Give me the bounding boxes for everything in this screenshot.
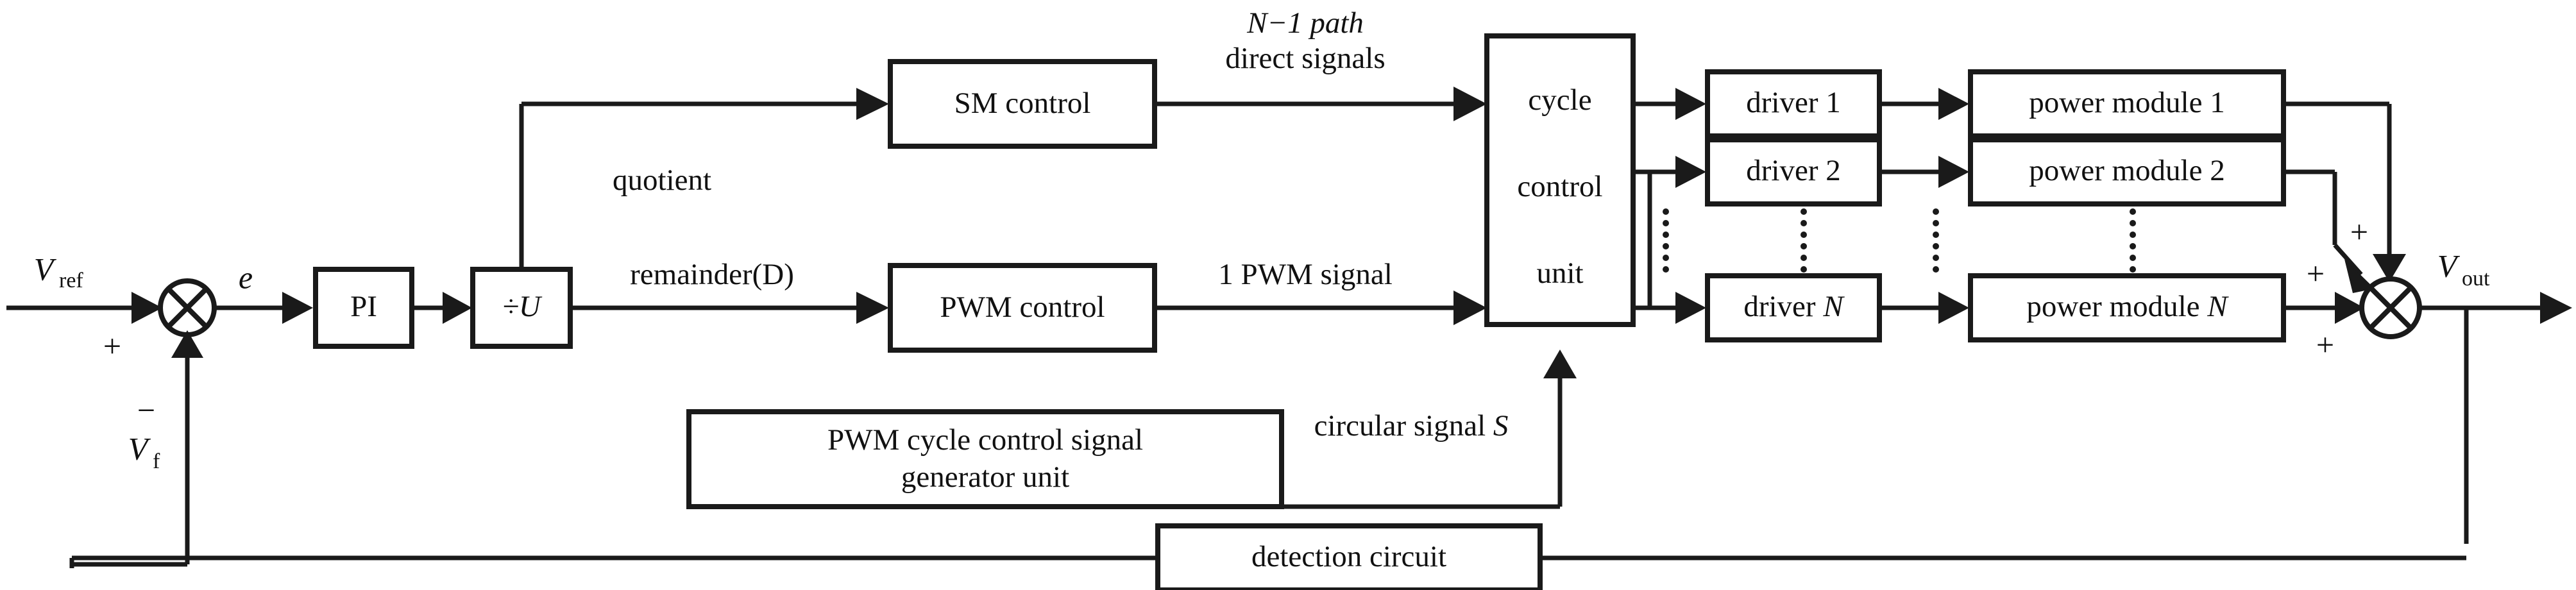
vref-arrowhead [131,292,162,324]
ellipsis-module-column [2130,208,2136,273]
error-arrowhead [282,292,313,324]
cycle-control-unit-line1: cycle [1528,83,1591,117]
sm-to-ccu-arrowhead [1453,87,1487,121]
driver-n-block[interactable] [1705,273,1882,342]
vref-label: V [34,251,57,287]
output-plus-sign-upper: + [2350,214,2368,249]
drivern-to-modulen-arrowhead [1938,292,1969,324]
error-label: e [239,259,253,295]
power-module-2-block[interactable] [1968,137,2286,206]
ellipsis-module-inputs [1933,208,1939,273]
vf-label: V [128,430,151,466]
quotient-arrowhead [856,88,889,120]
driver2-to-module2-arrowhead [1938,156,1969,188]
module2-to-sum-arrowhead [2344,259,2375,293]
ellipsis-ccu-outputs [1663,208,1669,273]
pwm-generator-block[interactable] [686,409,1284,509]
direct-signals-label-line1: N−1 path [1246,6,1364,40]
feedback-arrowhead [171,330,203,358]
pwm-control-block[interactable] [888,263,1157,353]
error-junction-cross-b [166,287,208,329]
pwm-signal-label: 1 PWM signal [1218,258,1393,291]
ccu-out-n-arrowhead [1675,292,1706,324]
circular-signal-label: circular signal S [1314,409,1509,442]
power-module-n-block[interactable] [1968,273,2286,342]
driver-1-block[interactable] [1705,69,1882,139]
driver-1-label: driver 1 [1746,86,1840,119]
ccu-out-2-arrowhead [1675,156,1706,188]
pi-to-divu-arrowhead [443,292,472,324]
pi-block-label: PI [350,290,377,323]
module1-to-sum-arrowhead [2373,254,2406,282]
ccu-out-1-arrowhead [1675,88,1706,120]
vout-label: V [2437,248,2461,283]
driver-n-label: driver N [1743,290,1845,323]
sm-control-label: SM control [954,87,1091,120]
cycle-control-unit-block[interactable] [1484,33,1636,327]
ellipsis-driver-column [1801,208,1807,273]
quotient-label: quotient [613,164,711,197]
pwm-to-ccu-arrowhead [1453,291,1487,325]
cycle-control-unit-line3: unit [1536,257,1583,290]
vout-arrowhead [2540,292,2572,324]
cycle-control-unit-line2: control [1517,170,1602,203]
direct-signals-label-line2: direct signals [1225,42,1385,75]
circular-signal-arrowhead [1543,350,1577,378]
vout-label-sub: out [2462,267,2490,291]
output-plus-sign-lower: + [2316,326,2334,362]
module2-to-sum-diagonal [2333,243,2363,276]
vref-label-sub: ref [59,269,83,292]
input-minus-sign: − [137,392,155,428]
vf-label-sub: f [153,450,160,473]
pwm-control-label: PWM control [940,291,1105,324]
detection-circuit-label: detection circuit [1251,540,1446,573]
output-junction-cross-b [2368,285,2413,330]
driver-2-label: driver 2 [1746,154,1840,187]
power-module-1-label: power module 1 [2029,86,2224,119]
power-module-n-label: power module N [2026,290,2229,323]
pwm-generator-label-line1: PWM cycle control signal [827,423,1143,457]
output-plus-sign-left: + [2307,255,2325,291]
power-module-2-label: power module 2 [2029,154,2224,187]
divide-u-block-label: ÷U [502,290,543,323]
driver-2-block[interactable] [1705,137,1882,206]
remainder-arrowhead [856,292,889,324]
modulen-to-sum-arrowhead [2335,292,2364,324]
input-plus-sign: + [103,328,121,364]
remainder-label: remainder(D) [630,258,794,291]
pwm-generator-label-line2: generator unit [901,460,1069,494]
driver1-to-module1-arrowhead [1938,88,1969,120]
